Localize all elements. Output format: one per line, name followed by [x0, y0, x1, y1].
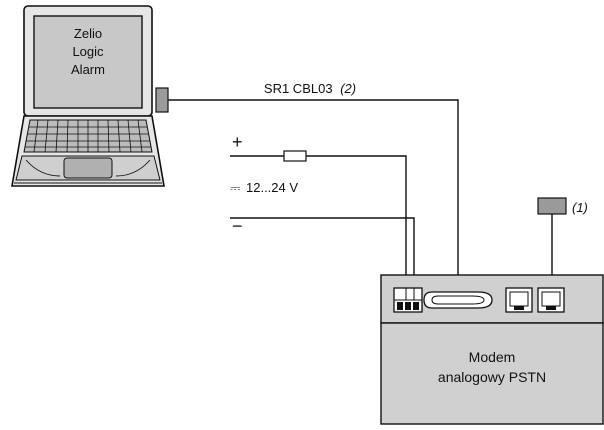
- modem-label-line2: analogowy PSTN: [438, 369, 546, 385]
- negative-wire: [230, 217, 415, 300]
- positive-wire: [306, 155, 407, 300]
- laptop-serial-port: [155, 87, 169, 113]
- rj11-jack-left: [505, 287, 533, 313]
- cable-label: SR1 CBL03 (2): [264, 81, 356, 96]
- laptop-touchpad: [63, 157, 113, 179]
- serial-cable: SR1 CBL03 (2): [168, 81, 459, 280]
- dc-symbol: ⎓: [230, 180, 240, 195]
- laptop-screen: [33, 15, 143, 109]
- modem-serial-port: [423, 291, 493, 309]
- keyboard-grid: [25, 119, 151, 153]
- voltage-label: 12...24 V: [246, 180, 298, 195]
- power-supply: + ⎓ 12...24 V −: [230, 132, 415, 300]
- power-terminal-block: [393, 287, 423, 313]
- minus-sign: −: [232, 216, 243, 236]
- laptop: Zelio Logic Alarm: [11, 5, 169, 187]
- screen-line-1: Zelio: [74, 26, 102, 41]
- serial-cable-line: [168, 99, 459, 280]
- modem: Modem analogowy PSTN: [380, 274, 604, 425]
- modem-body: [380, 322, 604, 425]
- phone-connector-note: (1): [572, 200, 588, 215]
- fuse: [283, 150, 307, 162]
- screen-line-2: Logic: [72, 44, 104, 59]
- modem-label-line1: Modem: [469, 349, 516, 365]
- phone-line: (1): [537, 197, 588, 286]
- plus-sign: +: [232, 132, 243, 152]
- rj11-jack-right: [537, 287, 565, 313]
- phone-connector: [537, 197, 567, 215]
- cable-label-note: (2): [340, 81, 356, 96]
- cable-label-main: SR1 CBL03: [264, 81, 333, 96]
- screen-line-3: Alarm: [71, 62, 105, 77]
